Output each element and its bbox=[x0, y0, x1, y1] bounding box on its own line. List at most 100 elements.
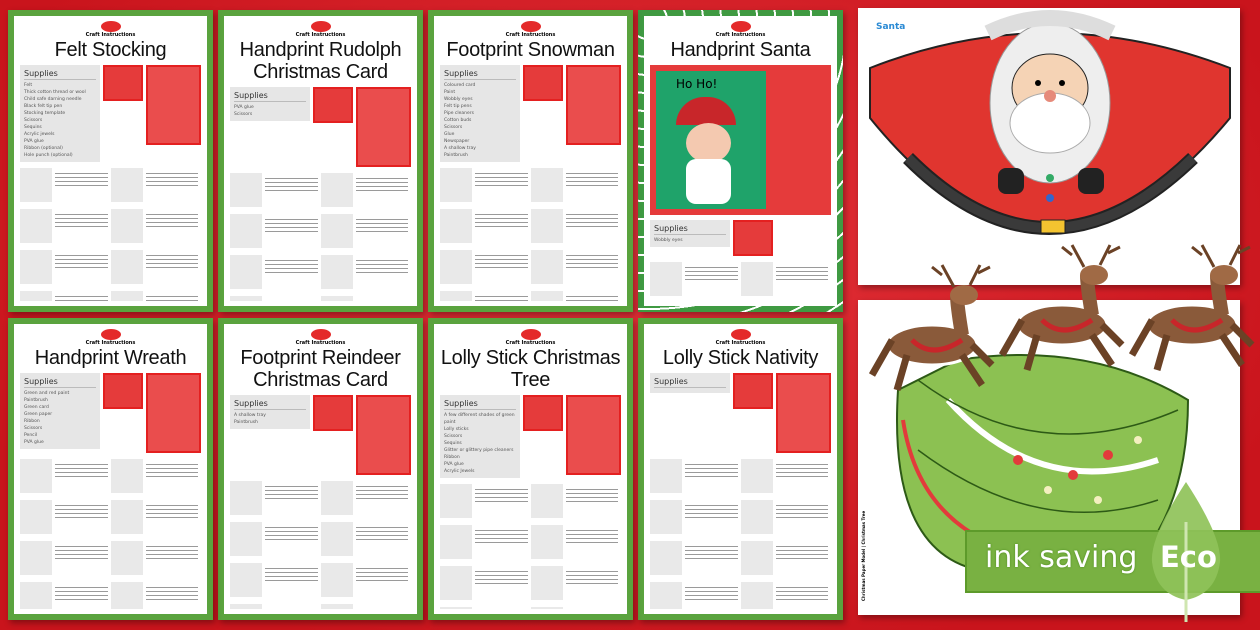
step-photo bbox=[440, 291, 472, 301]
page-title: Lolly Stick Christmas Tree bbox=[440, 347, 621, 391]
craft-page-rudolph[interactable]: Craft Instructions Handprint Rudolph Chr… bbox=[218, 10, 423, 312]
instruction-step bbox=[230, 563, 321, 601]
step-photo bbox=[20, 168, 52, 202]
supply-item: A few different shades of green paint bbox=[444, 413, 515, 425]
step-text bbox=[145, 461, 198, 479]
craft-instructions-label: Craft Instructions bbox=[505, 340, 556, 346]
step-text bbox=[145, 211, 198, 229]
step-photo bbox=[530, 525, 563, 559]
reindeer-cutout bbox=[1128, 244, 1255, 371]
instruction-step bbox=[530, 566, 622, 604]
supply-item: Green card bbox=[24, 405, 49, 410]
supply-item: PVA glue bbox=[234, 105, 254, 110]
step-photo bbox=[110, 209, 143, 243]
step-text bbox=[685, 461, 738, 479]
craft-instructions-label: Craft Instructions bbox=[295, 340, 346, 346]
step-photo bbox=[320, 563, 353, 597]
page-sheet: Craft Instructions Footprint Reindeer Ch… bbox=[224, 324, 417, 614]
step-text bbox=[55, 502, 108, 520]
step-photo bbox=[110, 582, 143, 609]
instruction-steps bbox=[230, 173, 411, 301]
instruction-step bbox=[320, 296, 412, 301]
step-text bbox=[355, 483, 408, 501]
supply-item: Scissors bbox=[234, 112, 253, 117]
instruction-step bbox=[440, 168, 531, 206]
santa-paper-model-page[interactable]: Santa bbox=[858, 8, 1240, 285]
step-text bbox=[475, 252, 528, 270]
supplies-photo bbox=[103, 65, 143, 101]
step-text bbox=[55, 170, 108, 188]
page-sheet: Craft Instructions Handprint Santa Ho Ho… bbox=[644, 16, 837, 306]
instruction-step bbox=[740, 262, 832, 300]
instruction-steps bbox=[650, 262, 831, 301]
step-text bbox=[265, 565, 318, 583]
step-photo bbox=[110, 500, 143, 534]
instruction-step bbox=[530, 291, 622, 301]
step-text bbox=[475, 293, 528, 301]
step-photo bbox=[20, 291, 52, 301]
instruction-step bbox=[230, 522, 321, 560]
instruction-step bbox=[20, 250, 111, 288]
twinkl-logo bbox=[100, 21, 121, 32]
instruction-steps bbox=[20, 459, 201, 609]
step-photo bbox=[110, 168, 143, 202]
step-text bbox=[685, 543, 738, 561]
supplies-heading: Supplies bbox=[654, 223, 726, 235]
supply-item: Acrylic Jewels bbox=[444, 469, 475, 474]
step-text bbox=[565, 486, 618, 504]
step-text bbox=[145, 502, 198, 520]
instruction-step bbox=[320, 255, 412, 293]
instruction-step bbox=[440, 209, 531, 247]
twinkl-logo bbox=[730, 21, 751, 32]
craft-page-reindeer[interactable]: Craft Instructions Footprint Reindeer Ch… bbox=[218, 318, 423, 620]
craft-instructions-label: Craft Instructions bbox=[505, 32, 556, 38]
instruction-step bbox=[740, 459, 832, 497]
supplies-photo bbox=[733, 220, 773, 256]
supply-item: Sequins bbox=[24, 125, 42, 130]
step-text bbox=[565, 568, 618, 586]
step-photo bbox=[530, 168, 563, 202]
instruction-step bbox=[110, 250, 202, 288]
step-photo bbox=[320, 296, 353, 301]
supply-item: Scissors bbox=[444, 434, 463, 439]
reindeer-row bbox=[868, 244, 1255, 391]
page-title: Footprint Reindeer Christmas Card bbox=[240, 347, 401, 391]
instruction-step bbox=[740, 582, 832, 609]
craft-page-santa[interactable]: Craft Instructions Handprint Santa Ho Ho… bbox=[638, 10, 843, 312]
tree-model-footer: Christmas Paper Model | Christmas Tree bbox=[861, 510, 866, 601]
step-photo bbox=[110, 250, 143, 284]
step-text bbox=[265, 483, 318, 501]
twinkl-logo bbox=[100, 329, 121, 340]
finished-craft-photo bbox=[356, 395, 411, 475]
step-text bbox=[265, 175, 318, 193]
step-photo bbox=[230, 604, 262, 609]
step-photo bbox=[320, 255, 353, 289]
step-photo bbox=[230, 173, 262, 207]
instruction-step bbox=[650, 262, 741, 300]
instruction-step bbox=[530, 525, 622, 563]
instruction-step bbox=[110, 459, 202, 497]
instruction-step bbox=[440, 525, 531, 563]
supplies-heading: Supplies bbox=[24, 376, 96, 388]
craft-page-tree[interactable]: Craft Instructions Lolly Stick Christmas… bbox=[428, 318, 633, 620]
step-text bbox=[355, 257, 408, 275]
step-photo bbox=[740, 262, 773, 296]
supply-item: A shallow tray bbox=[234, 413, 266, 418]
step-photo bbox=[440, 607, 472, 609]
step-photo bbox=[530, 291, 563, 301]
step-text bbox=[775, 461, 828, 479]
step-photo bbox=[440, 525, 472, 559]
step-text bbox=[265, 216, 318, 234]
finished-craft-photo bbox=[146, 373, 201, 453]
